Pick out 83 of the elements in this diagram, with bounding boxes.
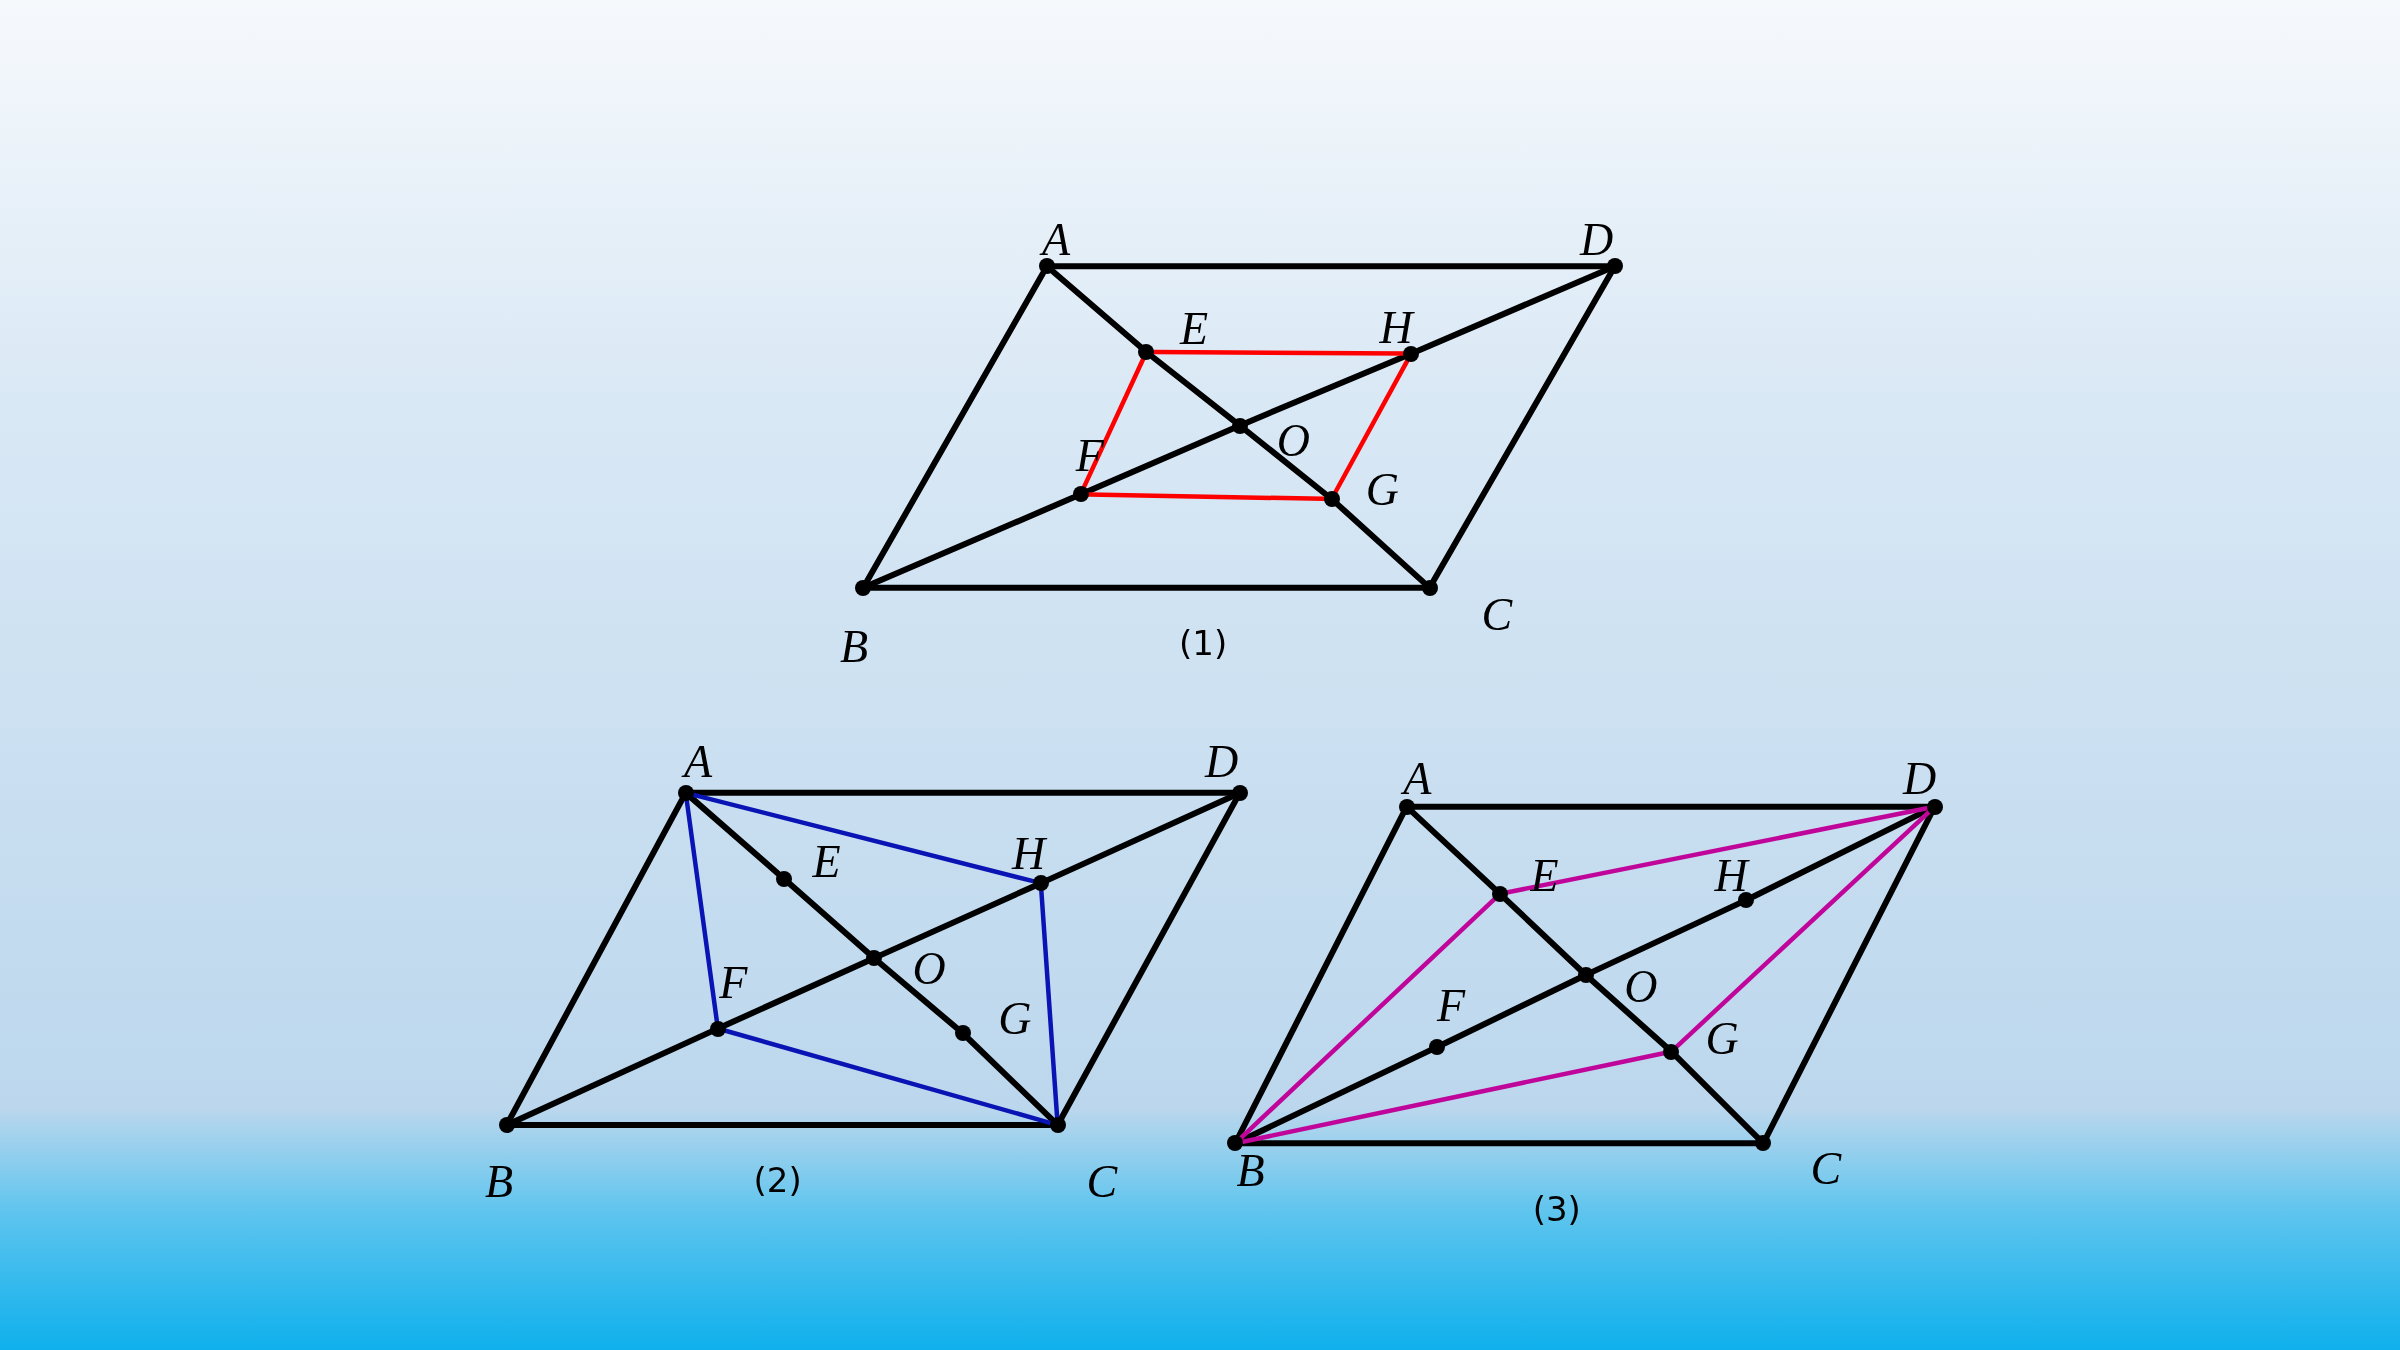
point-dot — [855, 579, 872, 596]
figure-number: (1) — [1179, 625, 1228, 660]
point-label: C — [1481, 592, 1513, 639]
point-dot — [1738, 892, 1755, 908]
line-segment — [688, 795, 781, 877]
line-segment — [691, 792, 1036, 884]
line-segment — [1244, 353, 1407, 426]
line-segment — [1149, 354, 1237, 424]
point-dot — [1038, 258, 1055, 275]
line-segment — [1430, 270, 1614, 584]
line-segment — [965, 1035, 1055, 1123]
point-dot — [1663, 1043, 1680, 1060]
line-segment — [684, 798, 720, 1023]
point-label: B — [840, 624, 869, 671]
line-segment — [1240, 1050, 1666, 1144]
line-segment — [867, 494, 1077, 588]
line-segment — [1441, 975, 1582, 1047]
line-segment — [1333, 358, 1410, 495]
point-label: C — [1810, 1146, 1842, 1193]
line-segment — [1238, 897, 1497, 1141]
point-dot — [498, 1117, 515, 1133]
point-label: D — [1902, 756, 1937, 803]
point-label: O — [1276, 417, 1311, 464]
point-label: F — [1437, 982, 1466, 1029]
line-segment — [723, 1028, 1053, 1126]
line-segment — [722, 958, 870, 1029]
point-dot — [1032, 875, 1049, 892]
point-dot — [954, 1025, 971, 1042]
line-segment — [1039, 888, 1060, 1120]
point-dot — [1138, 344, 1155, 361]
point-dot — [1755, 1135, 1772, 1152]
line-segment — [1588, 977, 1669, 1050]
point-dot — [1231, 784, 1248, 801]
line-segment — [1081, 357, 1146, 490]
point-label: F — [719, 959, 748, 1006]
line-segment — [507, 796, 685, 1121]
point-dot — [775, 870, 792, 887]
point-label: H — [1714, 852, 1748, 899]
line-segment — [1674, 1054, 1761, 1141]
point-label: G — [1705, 1016, 1739, 1063]
point-dot — [1072, 486, 1089, 503]
point-label: E — [812, 838, 841, 885]
figure-number: (2) — [753, 1163, 802, 1198]
point-label: D — [1204, 739, 1239, 786]
point-label: B — [484, 1158, 514, 1205]
line-segment — [1045, 793, 1236, 883]
point-dot — [1403, 345, 1420, 362]
point-dot — [709, 1020, 726, 1037]
line-segment — [1505, 805, 1930, 895]
figure-number: (3) — [1532, 1192, 1581, 1227]
line-segment — [878, 883, 1037, 958]
point-dot — [1398, 798, 1415, 815]
point-label: A — [683, 739, 713, 786]
line-segment — [868, 584, 1425, 591]
point-label: D — [1579, 217, 1614, 264]
point-dot — [677, 784, 694, 801]
line-segment — [1050, 268, 1144, 350]
point-label: G — [1365, 466, 1399, 513]
point-label: G — [998, 996, 1032, 1043]
line-segment — [1086, 492, 1326, 502]
point-label: H — [1379, 304, 1413, 351]
line-segment — [1152, 349, 1406, 356]
line-segment — [1415, 266, 1611, 354]
point-dot — [1492, 885, 1508, 902]
line-segment — [1502, 896, 1583, 973]
line-segment — [1243, 427, 1329, 497]
point-label: B — [1236, 1147, 1265, 1194]
point-dot — [1606, 258, 1623, 275]
point-dot — [1926, 798, 1943, 815]
point-label: O — [912, 945, 946, 992]
point-label: C — [1086, 1158, 1118, 1205]
point-dot — [1227, 1135, 1244, 1152]
line-segment — [1409, 809, 1498, 892]
point-label: H — [1012, 831, 1046, 878]
line-segment — [786, 880, 871, 956]
line-segment — [1058, 796, 1239, 1121]
point-label: O — [1624, 964, 1658, 1011]
point-label: E — [1179, 306, 1208, 353]
line-segment — [1675, 809, 1932, 1049]
point-dot — [1429, 1038, 1446, 1055]
line-segment — [864, 270, 1046, 584]
line-segment — [877, 960, 960, 1031]
line-segment — [1334, 501, 1427, 586]
